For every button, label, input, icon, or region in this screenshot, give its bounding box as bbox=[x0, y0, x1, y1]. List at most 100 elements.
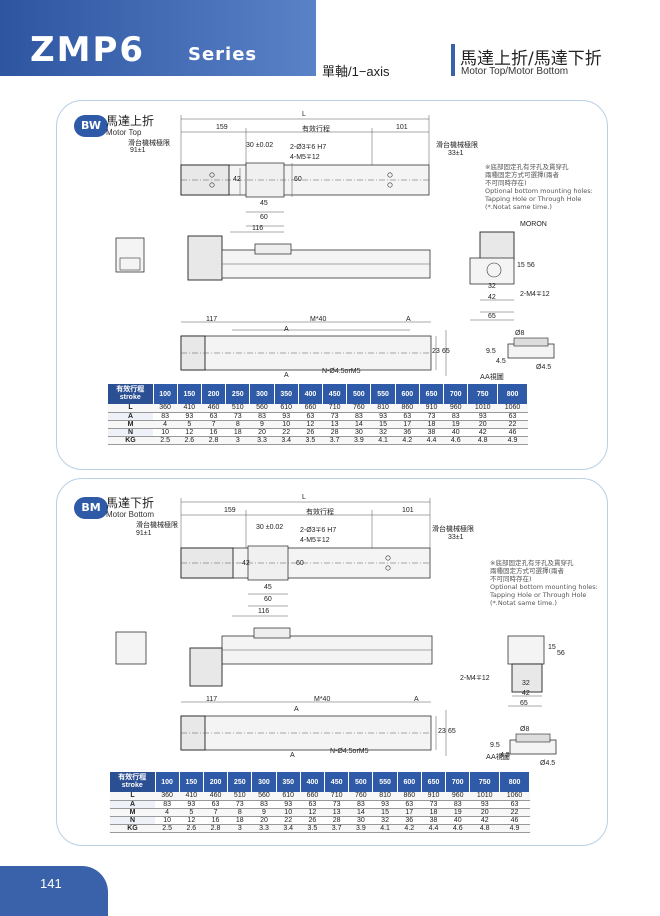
table-cell: 30 bbox=[346, 428, 371, 437]
dim-117: 117 bbox=[206, 316, 218, 323]
table-cell: 360 bbox=[155, 792, 180, 801]
table-cell: 26 bbox=[300, 816, 325, 825]
dim-15: 15 bbox=[517, 262, 525, 269]
table-cell: 40 bbox=[445, 816, 470, 825]
table-cell: 510 bbox=[227, 792, 252, 801]
section-a2: A bbox=[406, 316, 411, 323]
n-hole-spec: N-Ø4.5orM5 bbox=[322, 368, 361, 375]
m4-spec: 2-M4∓12 bbox=[520, 291, 550, 298]
dim-42b: 42 bbox=[522, 690, 530, 697]
table-cell: 83 bbox=[445, 800, 470, 809]
dim-42: 42 bbox=[242, 560, 250, 567]
table-cell: 10 bbox=[274, 420, 299, 429]
table-cell: 4.2 bbox=[395, 436, 420, 445]
mounting-note: ※底部固定孔有牙孔及貫穿孔兩種固定方式可選擇(兩者不可同時存在) Optiona… bbox=[490, 559, 598, 607]
table-header-cell: 300 bbox=[249, 384, 275, 404]
axis-label: 單軸/1−axis bbox=[322, 64, 390, 79]
table-cell: 20 bbox=[469, 808, 500, 817]
table-cell: 12 bbox=[300, 808, 325, 817]
table-cell: 17 bbox=[397, 808, 422, 817]
table-cell: 2.8 bbox=[203, 824, 228, 833]
table-cell: 610 bbox=[274, 404, 299, 413]
table-header-cell: 100 bbox=[155, 772, 180, 792]
table-cell: 860 bbox=[395, 404, 420, 413]
table-header-cell: 400 bbox=[300, 772, 326, 792]
table-cell: 410 bbox=[177, 404, 202, 413]
table-cell: 28 bbox=[324, 816, 349, 825]
pin-hole-spec: 2-Ø3∓6 H7 bbox=[290, 144, 327, 151]
table-cell: 660 bbox=[300, 792, 325, 801]
table-cell: 4 bbox=[153, 420, 178, 429]
table-cell: 910 bbox=[421, 792, 446, 801]
table-cell: 7 bbox=[203, 808, 228, 817]
m4-spec: 2-M4∓12 bbox=[460, 675, 490, 682]
table-cell: 10 bbox=[276, 808, 301, 817]
table-cell: 4.4 bbox=[421, 824, 446, 833]
table-cell: 360 bbox=[153, 404, 178, 413]
moron-label: MORON bbox=[520, 221, 547, 228]
row-label: N bbox=[108, 428, 153, 437]
section-title-en: Motor Bottom bbox=[106, 510, 155, 519]
table-cell: 10 bbox=[155, 816, 180, 825]
dim-L: L bbox=[302, 494, 306, 501]
dim-56: 56 bbox=[557, 650, 565, 657]
table-cell: 63 bbox=[499, 800, 530, 809]
dim-45: 45 bbox=[264, 584, 272, 591]
dim-4-5: 4.5 bbox=[496, 358, 506, 365]
table-cell: 9 bbox=[251, 808, 277, 817]
table-cell: 73 bbox=[227, 800, 252, 809]
table-cell: 5 bbox=[177, 420, 202, 429]
dim-23: 23 bbox=[432, 348, 440, 355]
table-cell: 93 bbox=[467, 412, 498, 421]
table-header-cell: 350 bbox=[274, 384, 299, 404]
table-cell: 19 bbox=[445, 808, 470, 817]
dim-M40: M*40 bbox=[310, 316, 327, 323]
dim-60v: 60 bbox=[296, 560, 304, 567]
table-cell: 4.8 bbox=[469, 824, 500, 833]
table-header-cell: 100 bbox=[153, 384, 178, 404]
table-header-cell: 550 bbox=[372, 772, 398, 792]
table-cell: 38 bbox=[421, 816, 446, 825]
table-cell: 8 bbox=[227, 808, 252, 817]
table-cell: 12 bbox=[177, 428, 202, 437]
table-header-cell: 650 bbox=[419, 384, 445, 404]
section-a3: A bbox=[284, 372, 289, 379]
row-label: M bbox=[110, 808, 155, 817]
table-cell: 3.4 bbox=[276, 824, 301, 833]
table-header-cell: 650 bbox=[421, 772, 447, 792]
table-cell: 83 bbox=[249, 412, 275, 421]
table-cell: 32 bbox=[372, 816, 398, 825]
table-cell: 46 bbox=[497, 428, 528, 437]
table-cell: 30 bbox=[348, 816, 373, 825]
table-cell: 73 bbox=[419, 412, 444, 421]
table-cell: 4.9 bbox=[499, 824, 530, 833]
table-cell: 18 bbox=[419, 420, 444, 429]
limit-right-label: 滑台機械極限 bbox=[436, 141, 478, 149]
table-cell: 810 bbox=[372, 792, 398, 801]
table-cell: 760 bbox=[346, 404, 371, 413]
table-header-cell: 800 bbox=[497, 384, 528, 404]
dim-65: 65 bbox=[488, 313, 496, 320]
table-cell: 1010 bbox=[469, 792, 500, 801]
dim-159: 159 bbox=[216, 124, 228, 131]
table-cell: 860 bbox=[397, 792, 422, 801]
limit-right-value: 33±1 bbox=[448, 534, 464, 541]
table-header-cell: 750 bbox=[467, 384, 499, 404]
accent-bar bbox=[451, 44, 455, 76]
table-cell: 3.3 bbox=[249, 436, 275, 445]
table-cell: 15 bbox=[370, 420, 396, 429]
table-cell: 93 bbox=[469, 800, 500, 809]
table-cell: 18 bbox=[225, 428, 250, 437]
table-cell: 42 bbox=[469, 816, 500, 825]
mounting-note: ※底部固定孔有牙孔及貫穿孔兩種固定方式可選擇(兩者不可同時存在) Optiona… bbox=[485, 163, 593, 211]
table-header-cell: 450 bbox=[324, 772, 350, 792]
